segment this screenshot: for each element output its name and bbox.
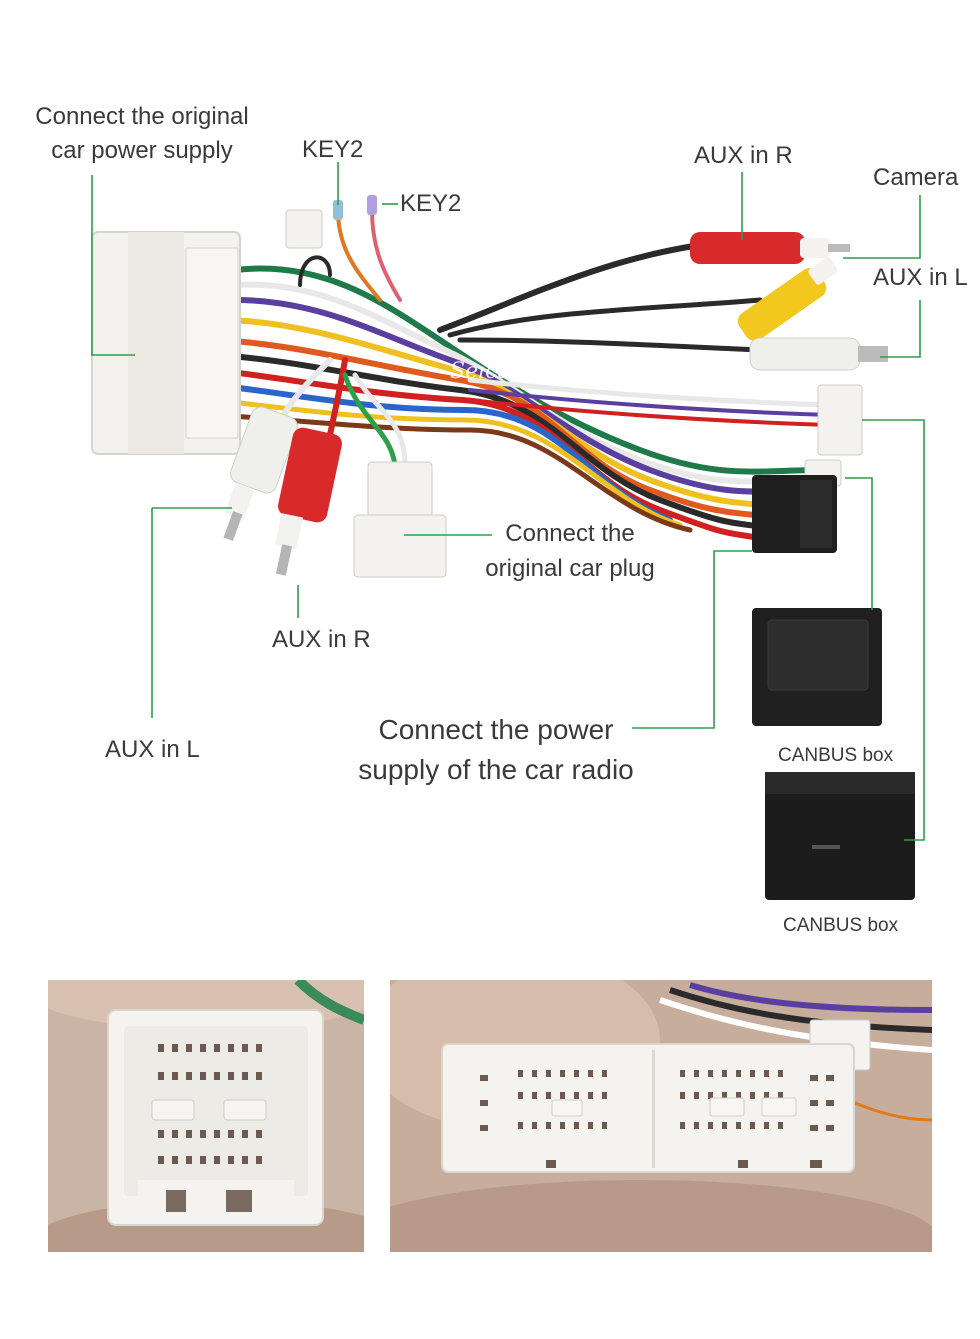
black-power-connector — [752, 475, 837, 553]
canbus-box-2 — [765, 772, 915, 900]
rca-white-left — [223, 406, 298, 541]
wire-bundle — [212, 208, 833, 543]
label-camera: Camera — [873, 164, 959, 191]
label-aux-r-top: AUX in R — [694, 142, 793, 169]
label-aux-r-bottom: AUX in R — [272, 626, 371, 653]
label-original-plug: Connect the original car plug — [472, 516, 668, 586]
label-aux-l-right: AUX in L — [873, 264, 968, 291]
label-aux-l-left: AUX in L — [105, 736, 200, 763]
label-original-power: Connect the original car power supply — [20, 100, 264, 168]
label-key2-side: KEY2 — [400, 190, 462, 217]
label-original-power-line2: car power supply — [51, 137, 233, 164]
rca-red-top — [690, 232, 850, 264]
original-car-plug — [353, 461, 447, 578]
connector-photo-left-image — [48, 980, 364, 1252]
canbus-box-1 — [752, 608, 882, 726]
rca-yellow — [737, 257, 838, 341]
label-original-plug-line2: original car plug — [485, 555, 655, 582]
label-original-plug-line1: Connect the — [505, 520, 635, 547]
small-top-connector — [285, 209, 323, 249]
right-white-connector — [804, 384, 863, 487]
connector-photo-right — [390, 980, 932, 1252]
key2-pins — [333, 195, 377, 220]
connector-photo-right-image — [390, 980, 932, 1252]
label-power-radio-line1: Connect the power — [378, 714, 614, 745]
label-key2-top: KEY2 — [302, 136, 364, 163]
rca-white-right — [749, 337, 888, 371]
main-connector — [91, 231, 241, 455]
label-canbus-1: CANBUS box — [778, 745, 894, 766]
wiring-harness-diagram: Seicane — [91, 162, 925, 900]
label-canbus-2: CANBUS box — [783, 915, 899, 936]
label-power-radio-line2: supply of the car radio — [358, 754, 634, 785]
rca-red-left — [274, 427, 342, 576]
connector-photo-left — [48, 980, 364, 1252]
leader-lines — [91, 162, 925, 841]
label-power-radio: Connect the power supply of the car radi… — [340, 710, 652, 790]
watermark: Seicane — [450, 359, 538, 384]
label-original-power-line1: Connect the original — [35, 103, 249, 130]
